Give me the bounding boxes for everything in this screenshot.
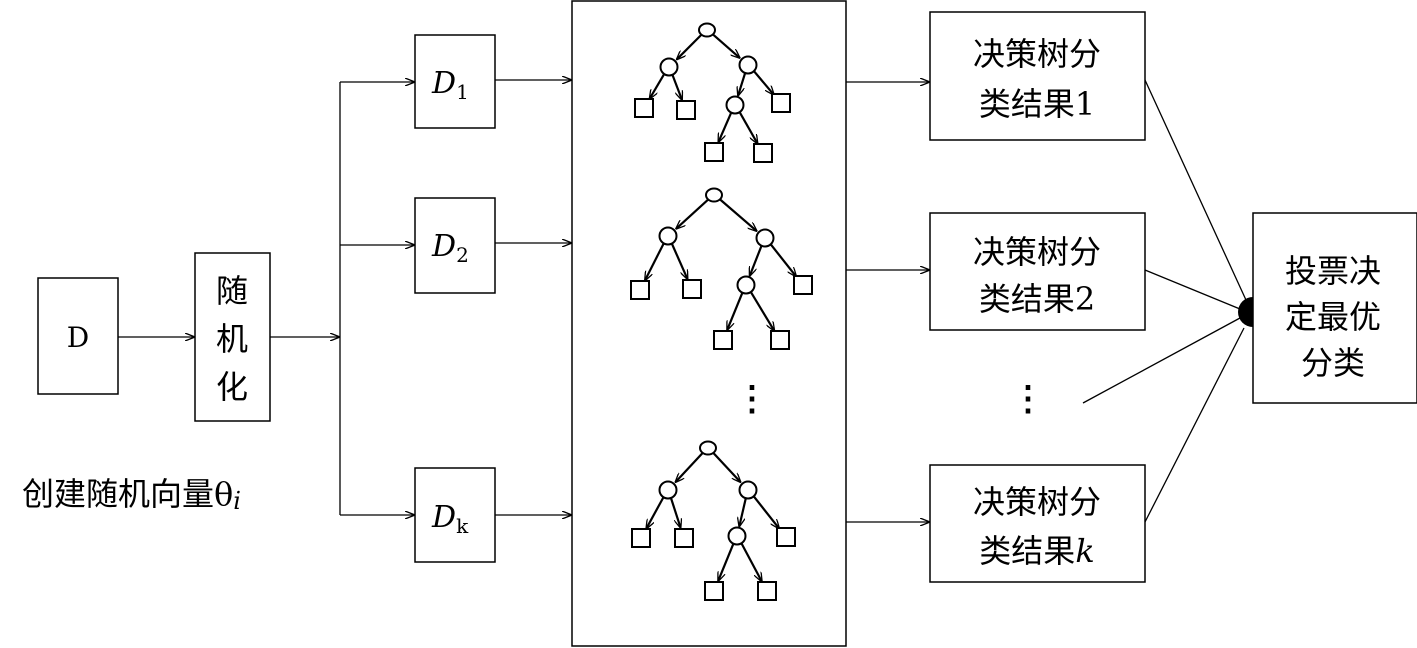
trees-group <box>630 22 813 601</box>
tree-1-root-node <box>698 22 716 38</box>
tree-3-edge <box>739 541 762 581</box>
subset-label-k: Dk <box>431 500 469 538</box>
result-k-line2: 类结果k <box>979 532 1094 570</box>
link-ellipsis-vote <box>1082 317 1241 404</box>
result-1-line1: 决策树分 <box>973 35 1101 73</box>
caption: 创建随机向量θi <box>22 475 241 515</box>
vote-box <box>1252 212 1417 404</box>
tree-1-leaf-node <box>753 143 773 163</box>
tree-1-edge <box>712 33 740 58</box>
result-box-1 <box>929 11 1146 141</box>
tree-1-edge <box>738 110 757 143</box>
subset-box-2 <box>414 197 496 294</box>
tree-2-internal-node <box>755 228 775 248</box>
result-box-2 <box>929 212 1146 331</box>
tree-2-edge <box>750 244 764 275</box>
tree-3-internal-node <box>658 480 678 500</box>
tree-3-internal-node <box>738 480 758 500</box>
tree-2-root-node <box>705 187 723 203</box>
vote-junction-dot <box>1238 297 1253 327</box>
tree-1-edge <box>718 110 733 142</box>
tree-3-leaf-node <box>757 581 777 601</box>
randomize-char-2: 机 <box>216 320 248 358</box>
tree-1-leaf-node <box>704 142 724 162</box>
result-box-k <box>929 464 1146 583</box>
tree-1-leaf-node <box>771 93 791 113</box>
tree-2-leaf-node <box>793 275 813 295</box>
forest-ellipsis: ⋮ <box>735 379 769 419</box>
tree-1-edge <box>670 73 682 100</box>
tree-3-root-node <box>699 440 717 456</box>
tree-3-edge <box>752 494 779 528</box>
tree-2-edge <box>749 290 774 331</box>
tree-1-internal-node <box>738 55 758 75</box>
tree-2-leaf-node <box>630 280 650 300</box>
subset-label-1: D1 <box>431 66 469 104</box>
tree-2-internal-node <box>658 226 678 246</box>
result-1-line2: 类结果1 <box>979 85 1095 123</box>
tree-1-edge <box>752 69 774 94</box>
tree-2-leaf-node <box>770 330 790 350</box>
dataset-box <box>37 277 119 395</box>
link-resultk-vote <box>1144 327 1245 523</box>
tree-1-edge <box>677 34 703 59</box>
tree-2-edge <box>676 198 709 229</box>
randomize-char-1: 随 <box>216 272 248 310</box>
dataset-label: D <box>67 321 89 354</box>
result-2-line1: 决策树分 <box>973 233 1101 271</box>
subset-box-k <box>414 467 496 563</box>
result-2-line2: 类结果2 <box>979 280 1095 318</box>
link-result1-vote <box>1144 79 1247 301</box>
tree-2-edge <box>645 241 666 280</box>
tree-3-leaf-node <box>776 527 796 547</box>
tree-1-internal-node <box>725 95 745 115</box>
tree-1-internal-node <box>659 57 679 77</box>
vote-line3: 分类 <box>1301 344 1365 382</box>
tree-3-edge <box>712 452 741 482</box>
tree-2-edge <box>719 198 756 231</box>
tree-3-edge <box>676 452 704 482</box>
tree-1-leaf-node <box>676 100 696 120</box>
tree-3-edge <box>739 496 748 526</box>
vote-line1: 投票决 <box>1285 252 1381 290</box>
tree-3-edge <box>669 496 681 528</box>
tree-1-edge <box>738 71 747 96</box>
results-ellipsis: ⋮ <box>1011 379 1045 419</box>
vote-line2: 定最优 <box>1285 298 1381 336</box>
tree-3-leaf-node <box>631 528 651 548</box>
tree-3-edge <box>646 495 666 528</box>
tree-2-edge <box>727 291 744 329</box>
tree-2-internal-node <box>736 275 756 295</box>
randomize-box <box>194 252 271 422</box>
subset-label-2: D2 <box>431 229 469 267</box>
tree-3-internal-node <box>727 526 747 546</box>
tree-1-edge <box>650 72 666 99</box>
tree-2-edge <box>670 241 687 279</box>
tree-2-leaf-node <box>713 330 733 350</box>
result-k-line1: 决策树分 <box>973 483 1101 521</box>
link-result2-vote <box>1144 269 1241 310</box>
randomize-char-3: 化 <box>216 368 248 406</box>
tree-2-edge <box>769 242 796 276</box>
subset-box-1 <box>414 34 496 129</box>
tree-3-leaf-node <box>674 528 694 548</box>
tree-2-leaf-node <box>682 279 702 299</box>
tree-3-edge <box>718 542 735 580</box>
tree-3-leaf-node <box>704 581 724 601</box>
tree-1-leaf-node <box>634 98 654 118</box>
forest-box <box>571 0 847 647</box>
